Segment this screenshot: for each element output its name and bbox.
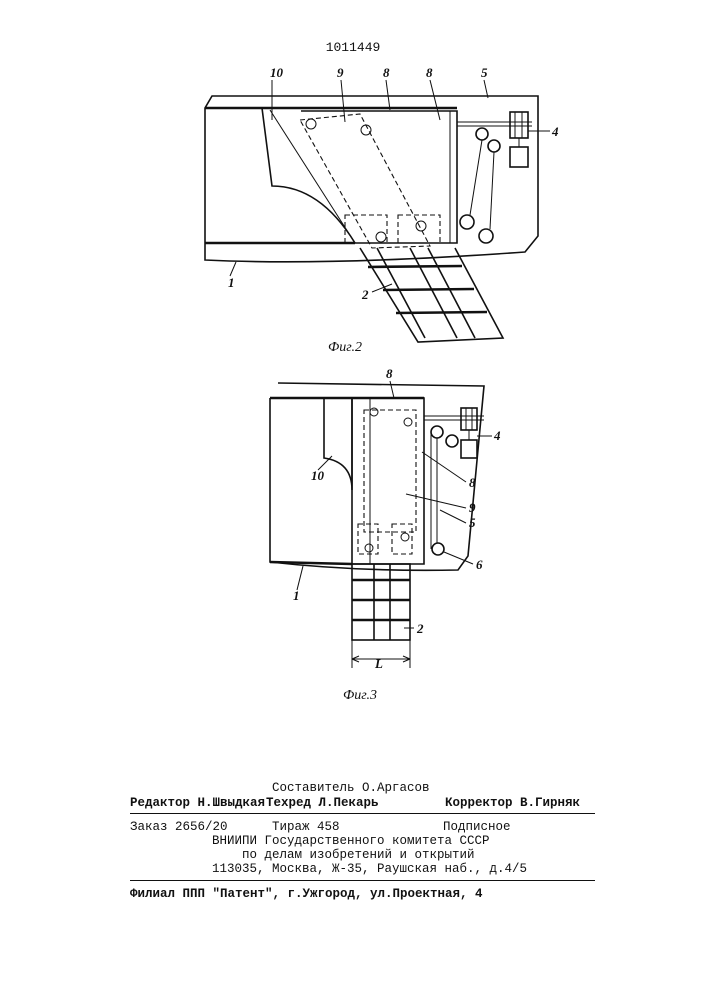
fig2-dashed-box-1	[345, 215, 387, 243]
fig2-body	[205, 96, 538, 262]
fig2-label-10: 10	[270, 65, 284, 80]
imprint-circulation: Тираж 458	[272, 820, 340, 835]
fig3-plate-8	[352, 398, 424, 564]
document-number: 1011449	[326, 40, 381, 55]
figure-2: 10 9 8 8 5 4 1 2 Фиг.2	[205, 65, 559, 355]
fig3-label-8a: 8	[386, 366, 393, 381]
fig2-label-9: 9	[337, 65, 344, 80]
fig2-label-8b: 8	[426, 65, 433, 80]
imprint-rule-1	[130, 813, 595, 814]
imprint-branch: Филиал ППП "Патент", г.Ужгород, ул.Проек…	[130, 887, 483, 902]
fig3-label-4: 4	[493, 428, 501, 443]
fig3-caption: Фиг.3	[343, 688, 377, 703]
fig3-carriage-dashed	[364, 410, 416, 532]
imprint-org-line1: ВНИИПИ Государственного комитета СССР	[212, 834, 490, 849]
fig2-belts-2	[360, 248, 503, 342]
imprint-address: 113035, Москва, Ж-35, Раушская наб., д.4…	[212, 862, 527, 877]
fig2-lever-linkage	[457, 112, 548, 243]
fig3-knife-10	[324, 398, 352, 490]
fig2-bolt-4	[416, 221, 426, 231]
imprint-rule-2	[130, 880, 595, 881]
fig3-label-5: 5	[469, 515, 476, 530]
figure-3: 8 4 10 8 9 5 6 1 2 L Фиг.3	[270, 366, 501, 703]
fig2-label-5: 5	[481, 65, 488, 80]
fig3-label-2: 2	[416, 621, 424, 636]
fig3-belts-2	[352, 564, 410, 668]
fig3-dashed-box-1	[358, 524, 378, 554]
imprint-editor: Редактор Н.Швыдкая	[130, 796, 265, 811]
fig3-bolt-3	[365, 544, 373, 552]
fig2-plate-8	[301, 111, 457, 243]
fig3-lever-linkage	[424, 408, 492, 555]
fig2-caption: Фиг.2	[328, 340, 362, 355]
fig2-diagonal	[270, 110, 355, 243]
fig3-label-6: 6	[476, 557, 483, 572]
fig2-label-1: 1	[228, 275, 235, 290]
fig2-carriage-dashed	[300, 114, 430, 248]
fig3-bolt-2	[404, 418, 412, 426]
fig2-dashed-box-2	[398, 215, 440, 243]
fig2-label-4: 4	[551, 124, 559, 139]
imprint-org-line2: по делам изобретений и открытий	[242, 848, 475, 863]
fig2-label-2: 2	[361, 287, 369, 302]
imprint-techred: Техред Л.Пекарь	[266, 796, 379, 811]
fig2-label-8a: 8	[383, 65, 390, 80]
imprint-subscription: Подписное	[443, 820, 511, 835]
fig2-bolt-2	[361, 125, 371, 135]
fig3-bolt-4	[401, 533, 409, 541]
fig3-bolt-1	[370, 408, 378, 416]
fig3-body	[270, 383, 484, 570]
fig2-bolt-1	[306, 119, 316, 129]
fig3-label-10: 10	[311, 468, 325, 483]
fig3-dimension-label: L	[374, 656, 383, 671]
imprint-corrector: Корректор В.Гирняк	[445, 796, 580, 811]
imprint-composer: Составитель О.Аргасов	[272, 781, 430, 796]
fig3-label-1: 1	[293, 588, 300, 603]
fig3-label-8b: 8	[469, 475, 476, 490]
imprint-order: Заказ 2656/20	[130, 820, 228, 835]
fig3-label-9: 9	[469, 500, 476, 515]
fig2-bolt-3	[376, 232, 386, 242]
